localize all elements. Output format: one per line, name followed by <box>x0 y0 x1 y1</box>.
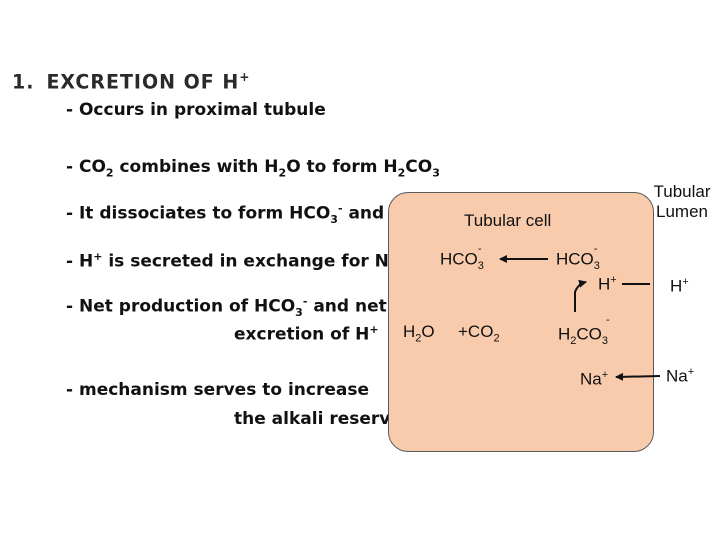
bullet-text: - Occurs in proximal tubule <box>66 100 326 120</box>
sodium-ion-lumen: Na+ <box>666 366 694 387</box>
formula-base: H <box>598 274 611 294</box>
formula-mid: CO <box>576 324 602 344</box>
formula-sub: 3 <box>593 260 600 273</box>
sodium-reabsorption-arrow <box>615 372 661 381</box>
formula-sup: + <box>601 369 609 381</box>
bullet-text-a: - H <box>66 251 94 272</box>
bullet-alkali-reserve: the alkali reserve <box>234 409 402 429</box>
heading-text: EXCRETION OF H <box>46 70 240 94</box>
hydrogen-ion-lumen: H+ <box>670 276 689 297</box>
formula-sub: 3 <box>477 260 484 273</box>
formula-base: H <box>670 276 683 296</box>
formula-base: HCO <box>556 249 594 269</box>
bullet-text-a: - Net production of HCO <box>66 296 296 317</box>
bullet-text-a: - mechanism serves to increase <box>66 380 369 400</box>
tubular-cell-label: Tubular cell <box>464 211 552 230</box>
bullet-text-a: excretion of H <box>234 324 370 345</box>
formula-sup: - <box>606 314 610 326</box>
heading-number: 1. <box>12 70 35 94</box>
formula-base: Na <box>580 369 602 389</box>
sodium-ion-cell: Na+ <box>580 369 608 390</box>
bullet-text-a: the alkali reserve <box>234 409 402 429</box>
formula-sup: + <box>682 276 689 288</box>
bullet-sub: 2 <box>397 166 406 180</box>
heading-superscript: + <box>239 69 251 85</box>
bullet-text-c: O to form H <box>286 157 398 177</box>
formula-base: Na <box>666 366 688 386</box>
bullet-text-b: combines with H <box>113 157 279 177</box>
formula-base: H <box>558 324 571 344</box>
bullet-sub: 3 <box>432 166 440 180</box>
bullet-text-d: CO <box>405 157 433 177</box>
bicarbonate-left: HCO3 - <box>440 243 488 273</box>
bullet-proximal-tubule: - Occurs in proximal tubule <box>66 100 326 120</box>
carbon-dioxide-formula: +CO2 <box>458 322 500 344</box>
bullet-co2-combines: - CO2 combines with H2O to form H2CO3 <box>66 157 440 179</box>
formula-sup: + <box>687 366 695 378</box>
bullet-sub: 2 <box>278 166 287 180</box>
water-formula: H2O <box>403 322 435 344</box>
lumen-label-line2: Lumen <box>656 202 708 221</box>
formula-rest: O <box>421 322 435 341</box>
hydrogen-ion-cell: H+ <box>598 274 617 295</box>
bullet-excretion-of-h: excretion of H+ <box>234 323 379 345</box>
bullet-text-b: and net <box>307 296 387 317</box>
slide-heading: 1. EXCRETION OF H+ <box>12 69 250 93</box>
lumen-label-line1: Tubular <box>653 182 711 201</box>
bullet-sup: - <box>337 202 343 215</box>
bullet-net-production: - Net production of HCO3- and net <box>66 295 387 319</box>
tubular-cell-box <box>388 192 654 452</box>
bullet-mechanism: - mechanism serves to increase <box>66 380 369 400</box>
bullet-text-a: - CO <box>66 157 106 177</box>
formula-base: +CO <box>458 322 494 341</box>
bullet-sub: 3 <box>295 306 303 320</box>
formula-sup: - <box>477 243 482 255</box>
bullet-sub: 3 <box>330 213 338 227</box>
bullet-sup: + <box>93 250 103 263</box>
bullet-sup: - <box>302 295 308 308</box>
formula-base: HCO <box>440 249 478 269</box>
tubular-lumen-label: Tubular Lumen <box>650 182 714 222</box>
carbonic-acid-formula: H2CO3 - <box>558 314 612 348</box>
formula-sup: - <box>593 243 598 255</box>
formula-sup: + <box>610 274 617 286</box>
bullet-text-a: - It dissociates to form HCO <box>66 203 331 224</box>
formula-sub: 2 <box>570 335 577 348</box>
formula-sub: 3 <box>601 335 609 348</box>
bullet-sup: + <box>369 323 379 336</box>
bullet-text-b: is secreted in exchange for Na <box>102 251 401 272</box>
formula-sub: 2 <box>415 332 422 345</box>
formula-base: H <box>403 322 416 341</box>
dissociation-arrow <box>574 279 587 312</box>
formula-sub: 2 <box>493 332 500 345</box>
bullet-sub: 2 <box>105 166 114 180</box>
bicarbonate-right: HCO3 - <box>556 243 604 273</box>
